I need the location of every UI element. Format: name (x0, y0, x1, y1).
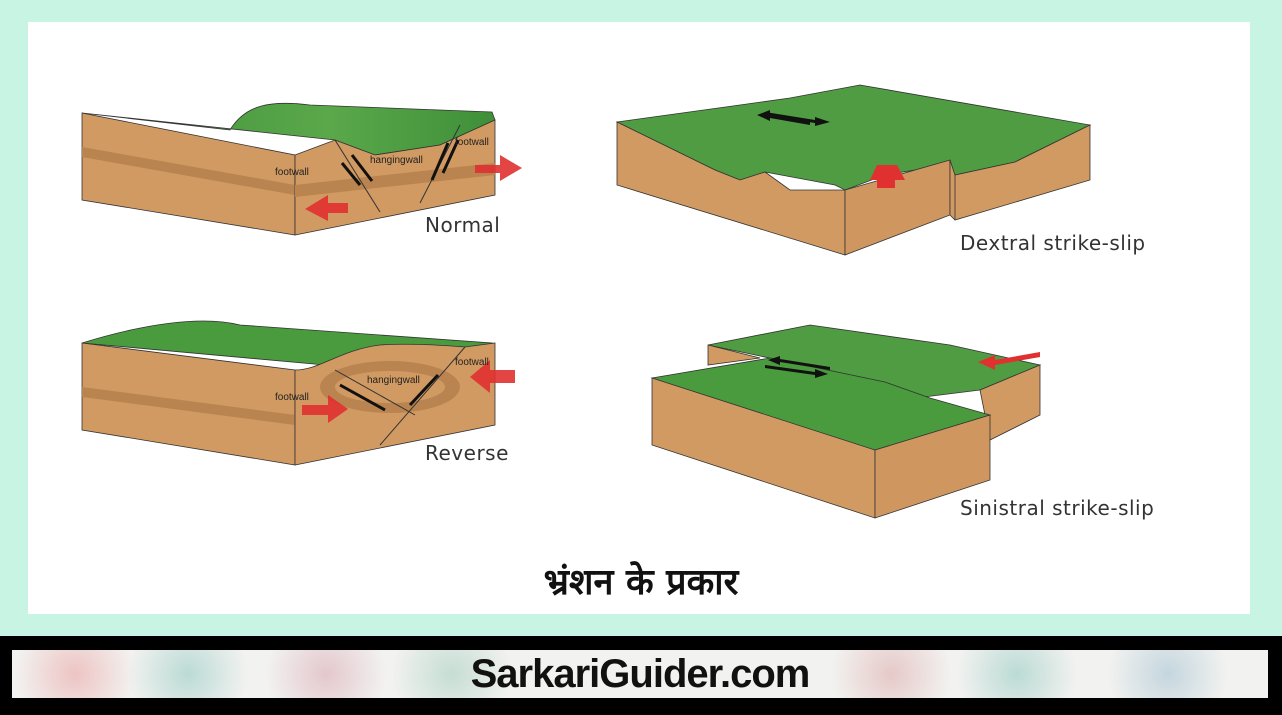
hangingwall-label: hangingwall (370, 155, 423, 166)
footwall-label-right: footwall (455, 357, 489, 368)
footwall-label-left: footwall (275, 167, 309, 178)
hangingwall-label: hangingwall (367, 375, 420, 386)
caption-dextral-strike-slip: Dextral strike-slip (960, 231, 1146, 255)
page-title: भ्रंशन के प्रकार (543, 562, 739, 603)
footer-banner: SarkariGuider.com (0, 636, 1282, 715)
caption-normal: Normal (425, 213, 501, 237)
dextral-strike-slip-diagram (615, 84, 1092, 256)
sinistral-strike-slip-diagram (650, 324, 1042, 519)
footwall-label-right: footwall (455, 137, 489, 148)
reverse-fault-diagram: footwall hangingwall footwall (81, 320, 515, 466)
normal-fault-diagram: footwall hangingwall footwall (81, 102, 522, 236)
brand-watermark: SarkariGuider.com (470, 652, 811, 696)
caption-reverse: Reverse (425, 441, 509, 465)
footwall-label-left: footwall (275, 392, 309, 403)
footer-decorative-band: SarkariGuider.com (12, 650, 1268, 698)
caption-sinistral-strike-slip: Sinistral strike-slip (960, 496, 1155, 520)
